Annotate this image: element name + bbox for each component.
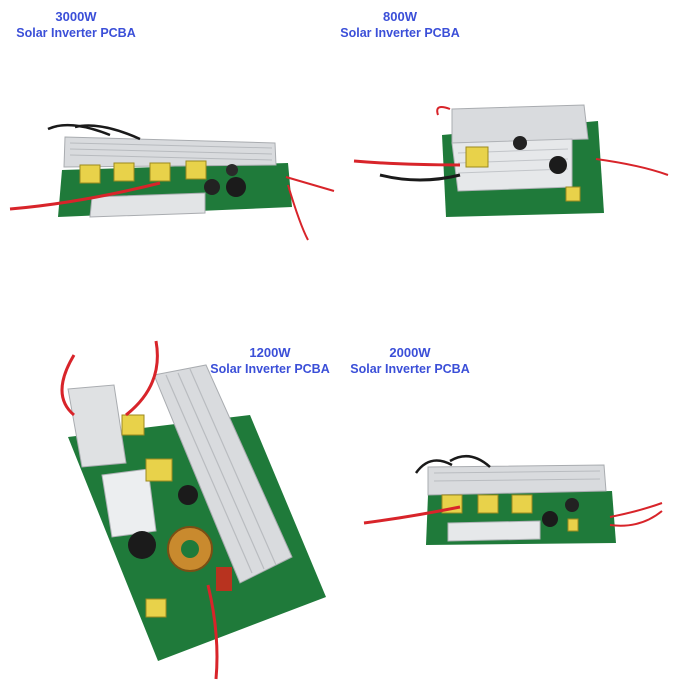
caption-2000w: 2000W Solar Inverter PCBA [340, 344, 480, 378]
wire-red [285, 176, 335, 192]
caption-1200w: 1200W Solar Inverter PCBA [200, 344, 340, 378]
pcba-3000w-photo [0, 115, 340, 245]
transformer [113, 162, 135, 182]
capacitor [542, 511, 558, 527]
wire-black [414, 459, 453, 474]
wire-black [449, 454, 491, 468]
transformer [511, 494, 533, 514]
capacitor [565, 498, 579, 512]
caption-label: Solar Inverter PCBA [210, 362, 330, 376]
heatsink [101, 468, 157, 538]
heatsink [153, 364, 293, 584]
capacitor [226, 164, 238, 176]
wire-red [609, 502, 663, 518]
caption-800w: 800W Solar Inverter PCBA [330, 8, 470, 42]
caption-label: Solar Inverter PCBA [16, 26, 136, 40]
pcba-2000w-photo [340, 445, 680, 555]
wire-red [436, 106, 451, 116]
caption-power: 2000W [389, 345, 431, 360]
wire-red [595, 158, 669, 176]
capacitor [226, 177, 246, 197]
capacitor [178, 485, 198, 505]
wire-red [609, 510, 663, 527]
transformer [567, 518, 579, 532]
transformer [185, 160, 207, 180]
transformer [79, 164, 101, 184]
heatsink [67, 384, 127, 468]
wire-black [379, 173, 461, 182]
wire-red [353, 159, 461, 167]
heatsink [89, 192, 206, 218]
pcba-1200w-photo [30, 335, 340, 680]
capacitor [549, 156, 567, 174]
capacitor [128, 531, 156, 559]
transformer [121, 414, 145, 436]
caption-label: Solar Inverter PCBA [350, 362, 470, 376]
wire-red [9, 181, 161, 211]
wire-black [47, 123, 111, 137]
transformer [149, 162, 171, 182]
capacitor [513, 136, 527, 150]
pcba-800w-photo [340, 95, 680, 225]
wire-red [363, 505, 461, 525]
transformer [477, 494, 499, 514]
transformer [565, 186, 581, 202]
wire-black [74, 124, 141, 141]
wire-red [206, 584, 219, 680]
capacitor-film [216, 567, 232, 591]
wire-red [287, 184, 309, 241]
capacitor [204, 179, 220, 195]
caption-label: Solar Inverter PCBA [340, 26, 460, 40]
caption-power: 800W [383, 9, 417, 24]
caption-power: 1200W [249, 345, 291, 360]
transformer [465, 146, 489, 168]
wire-red [125, 340, 159, 417]
heatsink [451, 104, 589, 144]
wire-red [60, 354, 76, 417]
caption-3000w: 3000W Solar Inverter PCBA [6, 8, 146, 42]
transformer [145, 458, 173, 482]
heatsink [447, 520, 541, 542]
transformer [145, 598, 167, 618]
caption-power: 3000W [55, 9, 97, 24]
